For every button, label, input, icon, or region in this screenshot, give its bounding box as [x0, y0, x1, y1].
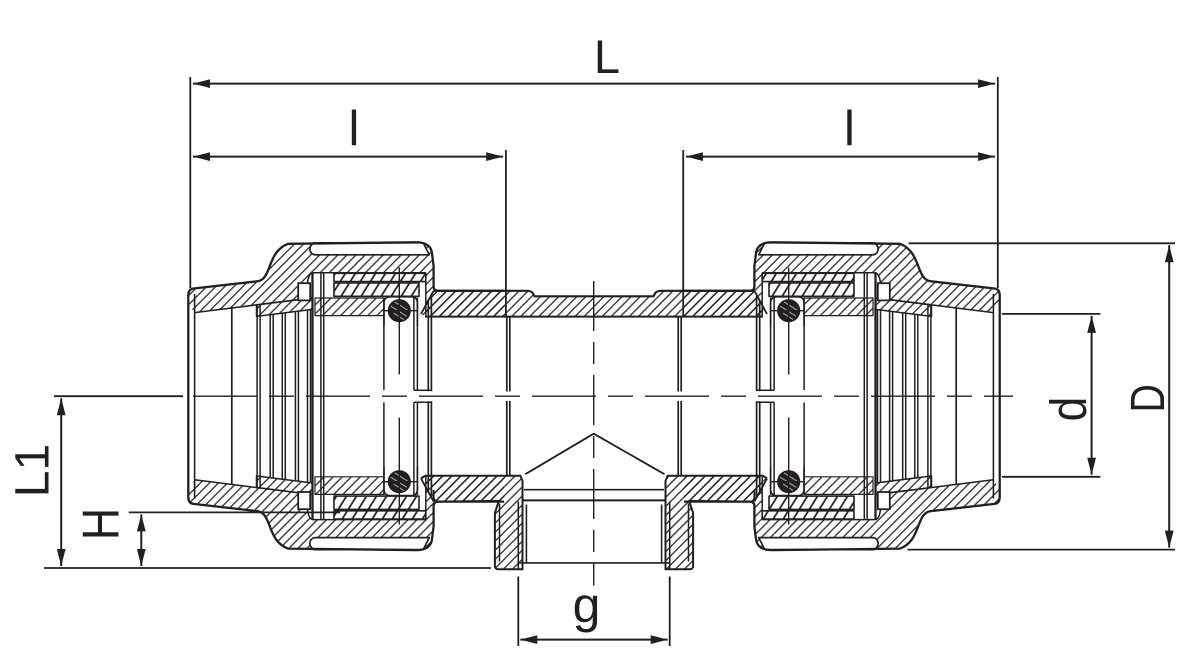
svg-text:L1: L1 — [7, 444, 60, 497]
svg-text:H: H — [72, 508, 130, 540]
svg-text:l: l — [349, 102, 360, 156]
svg-text:g: g — [573, 577, 601, 633]
svg-text:L: L — [594, 30, 620, 83]
svg-text:d: d — [1041, 397, 1098, 422]
svg-text:D: D — [1121, 384, 1175, 412]
svg-text:l: l — [844, 102, 855, 156]
